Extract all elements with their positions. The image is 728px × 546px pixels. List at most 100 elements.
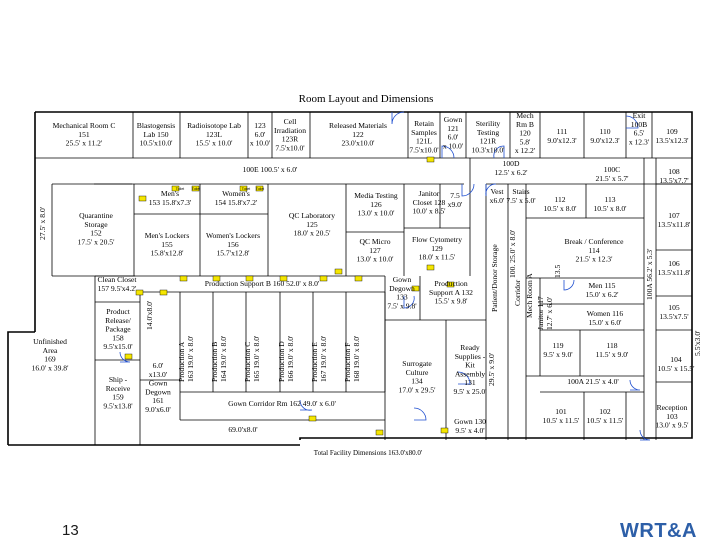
room-label-line: 10.5'x10.0' [139, 139, 173, 148]
room-label-line: 100B [631, 120, 647, 129]
room-label-line: Receive [106, 384, 131, 393]
room-label-line: 17.0' x 29.5' [399, 385, 437, 394]
room-label-line: x13.0' [149, 370, 168, 379]
room-label-line: Men's Lockers [145, 231, 190, 240]
page-number: 13 [62, 522, 79, 539]
room-label-line: 122 [352, 130, 364, 139]
vertical-label-vcorr2: Corridor [513, 279, 522, 306]
room-label-line: 6.0' [448, 133, 459, 142]
room-label-line: Irradiation [274, 126, 306, 135]
room-label-line: Ready [460, 343, 480, 352]
room-label-line: 121L [416, 137, 432, 146]
vertical-label-vcorr: 14.0'x8.0' [145, 300, 154, 330]
room-label-line: 10.5' x 8.0' [543, 204, 577, 213]
room-label-line: 109 [666, 127, 678, 136]
room-label-line: Lab 150 [143, 130, 168, 139]
room-label-line: Storage [84, 220, 108, 229]
production-room-label: 163 19.0' x 8.0' [186, 335, 195, 382]
room-label-line: 102 [599, 407, 611, 416]
toilet-labels: Toilet Toilet Toilet Toilet [176, 187, 264, 191]
room-label-line: 100E 100.5' x 6.0' [243, 165, 298, 174]
room-label-line: Support A 132 [429, 288, 473, 297]
vertical-label-v100a: 100A 56.2' x 5.3' [645, 248, 654, 300]
vertical-label-v13: 13.5 [553, 265, 562, 278]
room-label-line: Testing [477, 128, 499, 137]
room-label-line: QC Micro [359, 237, 390, 246]
room-label-line: 13.0' x 10.0' [357, 255, 395, 264]
room-label-line: 13.5'x11.8' [658, 220, 691, 229]
production-room-label: 168 19.0' x 8.0' [352, 335, 361, 382]
room-label-line: 121R [480, 137, 497, 146]
room-label-line: x 12.3' [629, 137, 650, 146]
vertical-label-v117b: 12.7' x 6.0' [545, 296, 554, 330]
production-room-label: Production B [210, 342, 219, 382]
room-label-line: Culture [406, 368, 429, 377]
room-label-line: Supplies - [455, 352, 486, 361]
room-label-line: 9.0'x12.3' [590, 136, 620, 145]
room-label-line: 158 [112, 333, 124, 342]
room-label-line: Degown [389, 284, 415, 293]
room-label-line: 12.5' x 6.2' [494, 168, 528, 177]
vertical-label-v27: 27.5' x 8.0' [38, 206, 47, 240]
room-label-line: 9.0'x6.0' [145, 405, 171, 414]
room-label-line: 120 [519, 129, 531, 138]
room-label-line: 18.0' x 11.5' [419, 253, 456, 262]
room-label-line: 129 [431, 244, 443, 253]
room-label-line: Exit [633, 111, 647, 120]
room-label-line: 106 [668, 259, 680, 268]
room-label-line: 13.0' x 9.5' [655, 421, 689, 430]
room-label-line: Clean Closet [97, 275, 137, 284]
room-label-line: 121 [447, 124, 459, 133]
room-label-line: Sterility [476, 119, 501, 128]
room-r69: 69.0'x8.0' [228, 425, 258, 434]
room-label-line: Blastogensis [137, 121, 175, 130]
room-label-line: Released Materials [329, 121, 387, 130]
room-label-line: 101 [555, 407, 567, 416]
room-label-line: Quarantine [79, 211, 113, 220]
room-label-line: Production Support B 160 52.0' x 8.0' [205, 279, 320, 288]
room-label-line: 123L [206, 130, 222, 139]
room-label-line: 133 [396, 293, 408, 302]
room-label-line: Gown [444, 115, 463, 124]
room-label-line: Release/ [105, 316, 132, 325]
room-label-line: 100A 21.5' x 4.0' [567, 377, 619, 386]
room-label-line: 10.5' x 15.5' [658, 364, 696, 373]
vertical-label-vpds: Patient/Donor Storage [490, 244, 499, 312]
room-label-line: Degown [145, 387, 171, 396]
room-label-line: 7.5'x10.0' [275, 143, 305, 152]
room-label-line: Men's [161, 189, 179, 198]
room-label-line: 118 [606, 341, 617, 350]
vertical-labels: 27.5' x 8.0' 14.0'x8.0' Patient/Donor Stor… [38, 206, 702, 386]
room-label-line: 17.5' x 20.5' [78, 237, 116, 246]
room-label-line: 157 9.5'x4.2' [98, 284, 137, 293]
svg-text:Toilet: Toilet [256, 187, 264, 191]
room-label-line: 9.5'x15.0' [103, 342, 133, 351]
